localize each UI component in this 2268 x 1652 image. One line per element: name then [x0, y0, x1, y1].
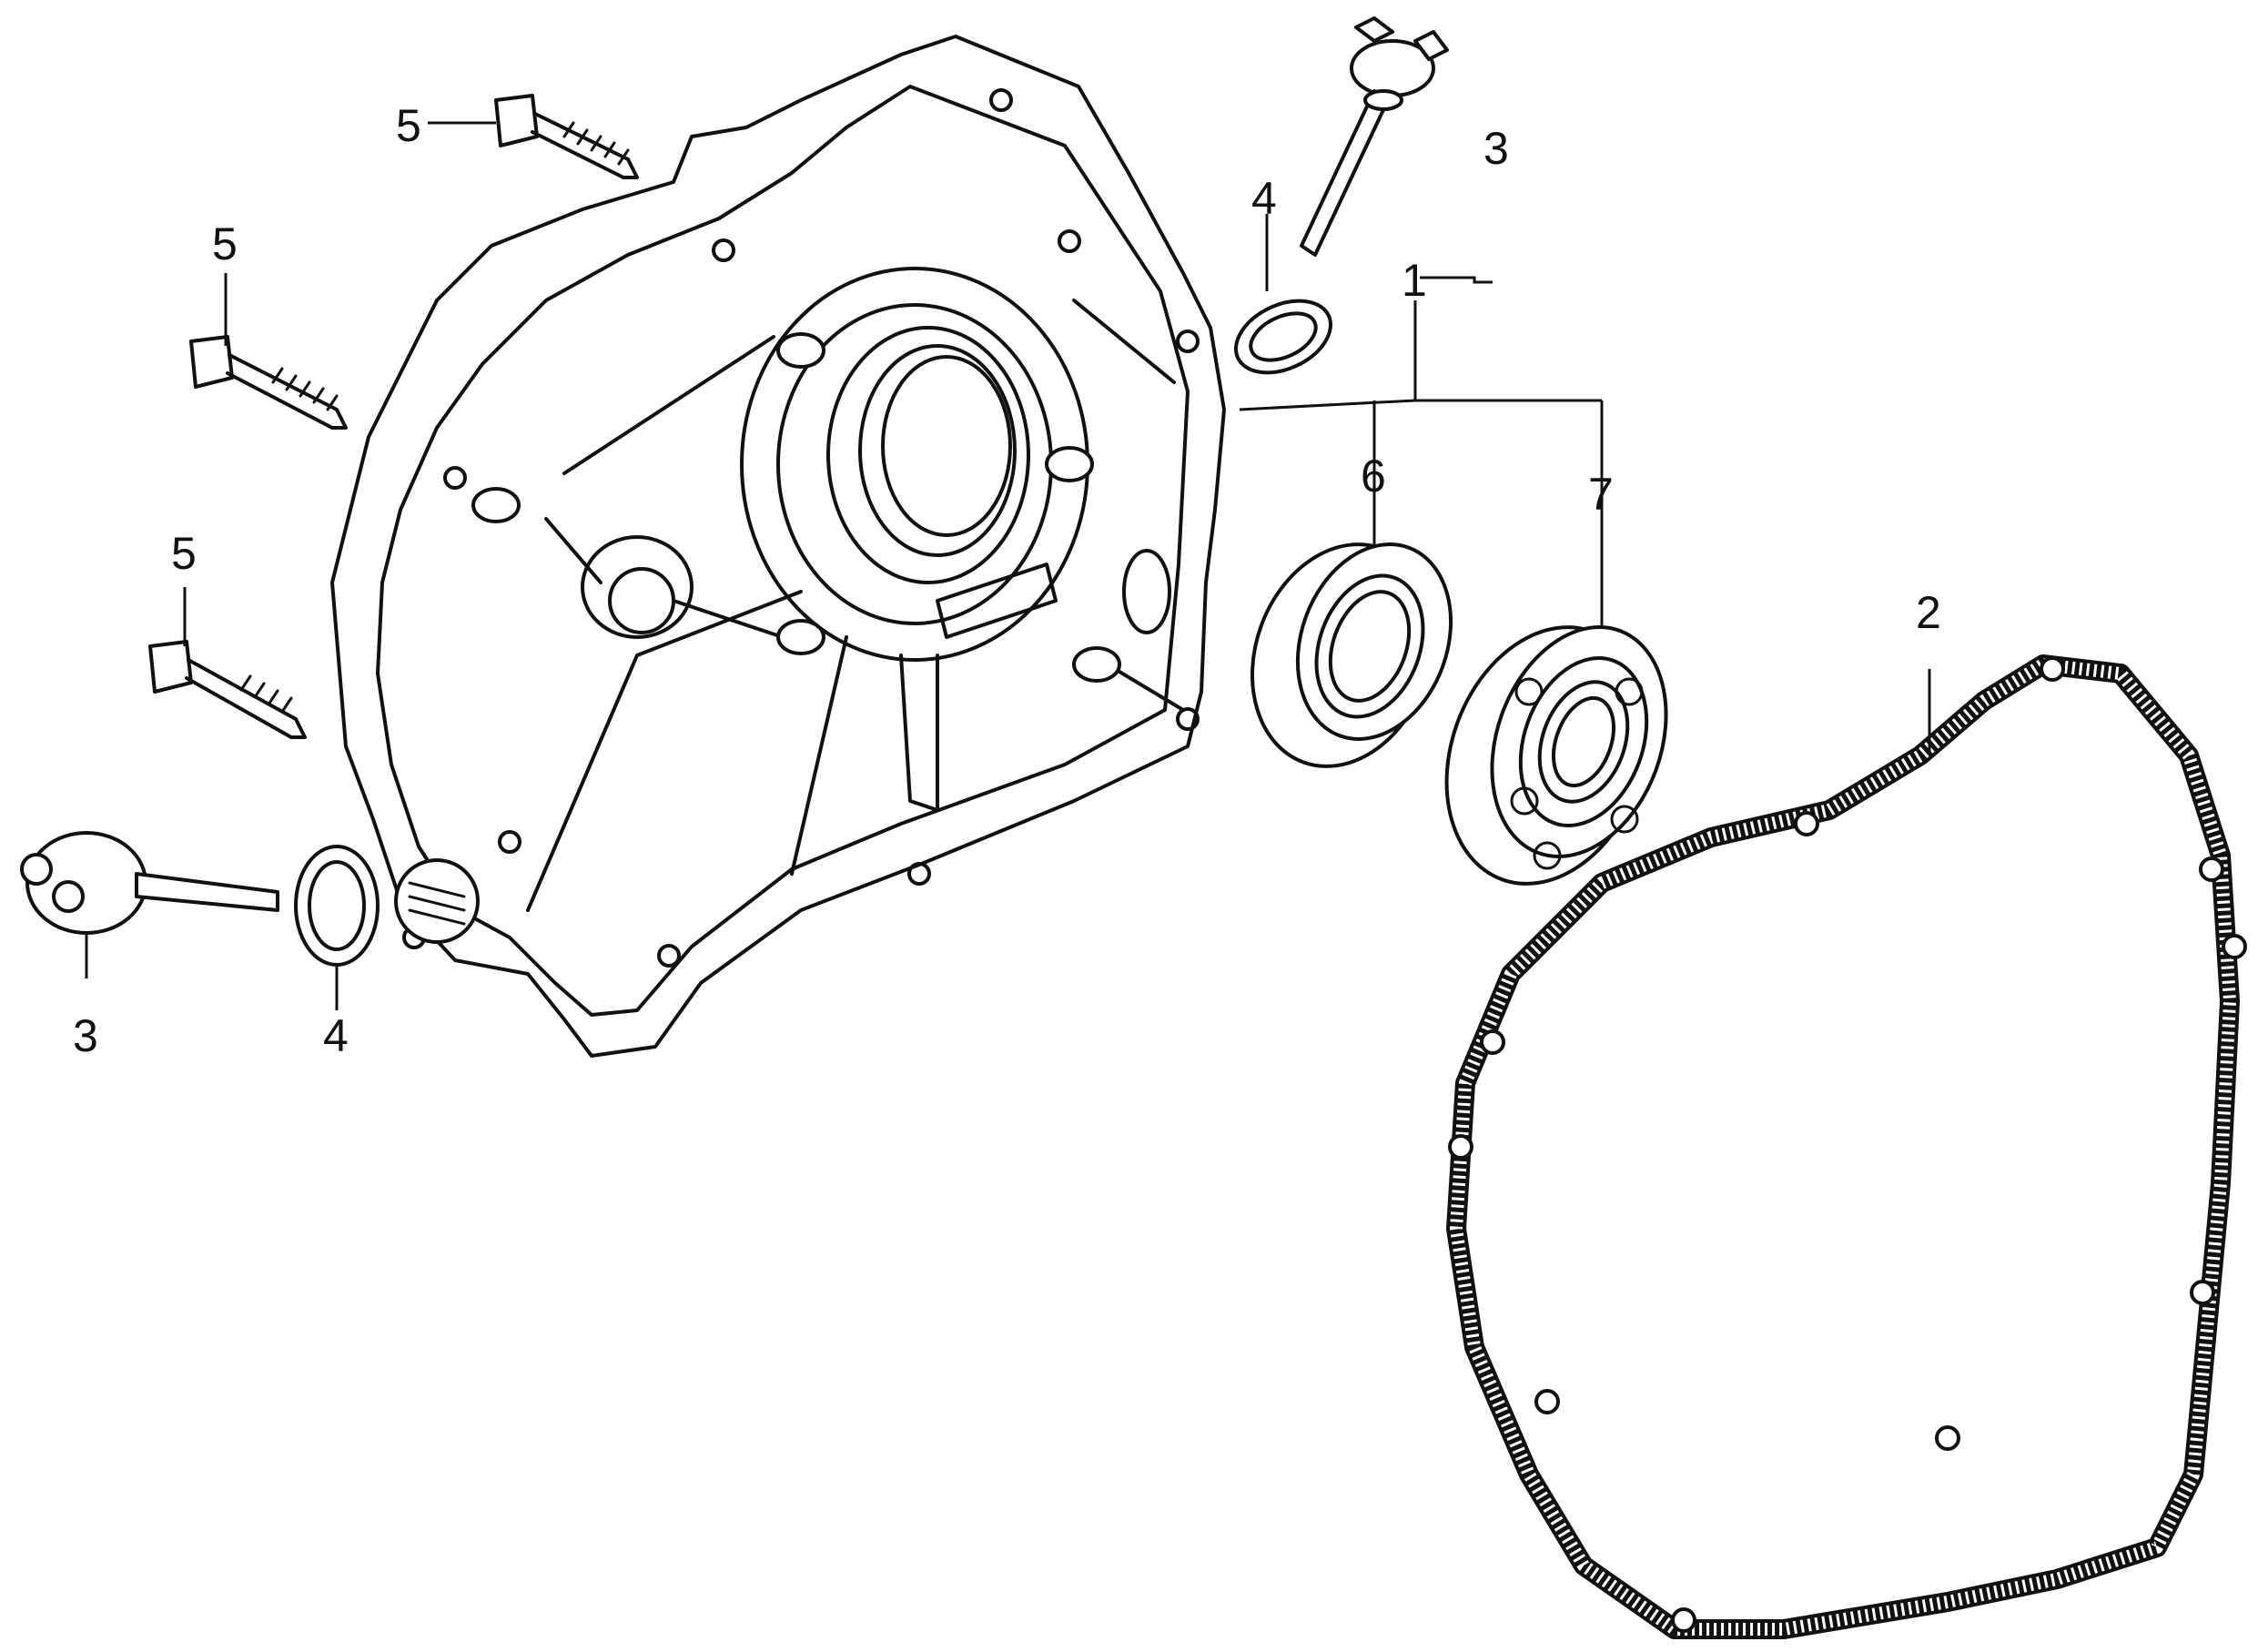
callouts: 1 2 3 3 4 4 5 5 5 6 7 — [73, 100, 1941, 1061]
gasket — [1446, 654, 2247, 1639]
callout-6: 6 — [1361, 451, 1386, 502]
callout-3-top: 3 — [1483, 123, 1509, 174]
callout-3-bottom: 3 — [73, 1010, 98, 1061]
callout-2: 2 — [1916, 587, 1941, 638]
callout-1: 1 — [1402, 255, 1427, 306]
callout-5-b: 5 — [212, 218, 238, 269]
callout-4-bottom: 4 — [323, 1010, 349, 1061]
o-ring-top — [1234, 299, 1332, 375]
bolt-top — [494, 94, 639, 179]
o-ring-bottom — [294, 845, 380, 967]
crankcase-cover — [330, 35, 1226, 1058]
leader-lines — [85, 121, 1931, 1010]
oil-filler-cap-top — [1300, 16, 1449, 257]
bolt-lower — [148, 640, 307, 739]
oil-seal — [1250, 542, 1453, 768]
callout-7: 7 — [1588, 469, 1614, 520]
oil-filler-cap-bottom — [20, 831, 279, 935]
bolt-middle — [189, 335, 348, 430]
ball-bearing — [1444, 625, 1668, 886]
callout-4-top: 4 — [1251, 173, 1277, 224]
callout-5-a: 5 — [396, 100, 421, 151]
callout-5-c: 5 — [171, 528, 197, 579]
